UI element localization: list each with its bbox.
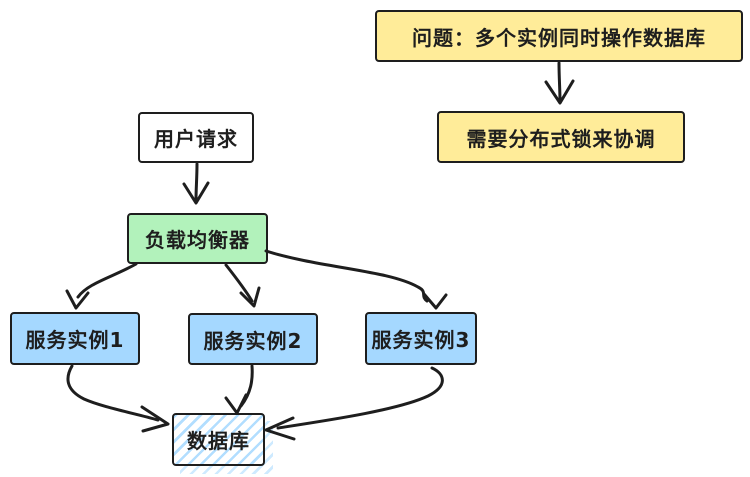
arrow-load-balancer-to-instance-2 <box>224 263 254 303</box>
arrowhead-instance-2-to-database <box>224 393 248 415</box>
node-instance-2-label: 服务实例2 <box>203 328 303 353</box>
arrowhead-load-balancer-to-instance-2 <box>239 286 261 308</box>
node-instance-1-label: 服务实例1 <box>25 328 125 352</box>
arrow-instance-2-to-database <box>239 364 254 408</box>
node-problem: 问题：多个实例同时操作数据库 <box>375 10 743 62</box>
arrowhead-load-balancer-to-instance-1 <box>65 289 90 310</box>
arrow-instance-1-to-database <box>66 364 160 422</box>
arrow-user-request-to-load-balancer <box>194 162 199 202</box>
arrowhead-instance-1-to-database <box>140 405 170 433</box>
arrow-instance-3-to-database <box>276 366 444 430</box>
arrowhead-problem-to-need-lock <box>544 79 575 105</box>
arrow-problem-to-need-lock <box>557 61 562 103</box>
node-user-request-label: 用户请求 <box>154 127 238 151</box>
node-need-lock: 需要分布式锁来协调 <box>437 111 685 163</box>
arrowhead-load-balancer-to-instance-3 <box>422 292 448 310</box>
arrow-load-balancer-to-instance-1 <box>76 262 138 299</box>
node-need-lock-label: 需要分布式锁来协调 <box>466 126 656 151</box>
node-instance-2: 服务实例2 <box>188 313 318 365</box>
node-database: 数据库 <box>172 413 265 466</box>
node-instance-3-label: 服务实例3 <box>371 328 471 352</box>
node-problem-label: 问题：多个实例同时操作数据库 <box>412 25 706 50</box>
node-load-balancer: 负载均衡器 <box>127 213 268 264</box>
arrowhead-user-request-to-load-balancer <box>182 181 210 205</box>
node-instance-1: 服务实例1 <box>10 312 140 365</box>
arrow-load-balancer-to-instance-3 <box>264 249 429 303</box>
node-load-balancer-label: 负载均衡器 <box>145 228 250 252</box>
node-database-label: 数据库 <box>187 429 250 453</box>
node-instance-3: 服务实例3 <box>365 312 477 365</box>
node-user-request: 用户请求 <box>138 112 254 163</box>
